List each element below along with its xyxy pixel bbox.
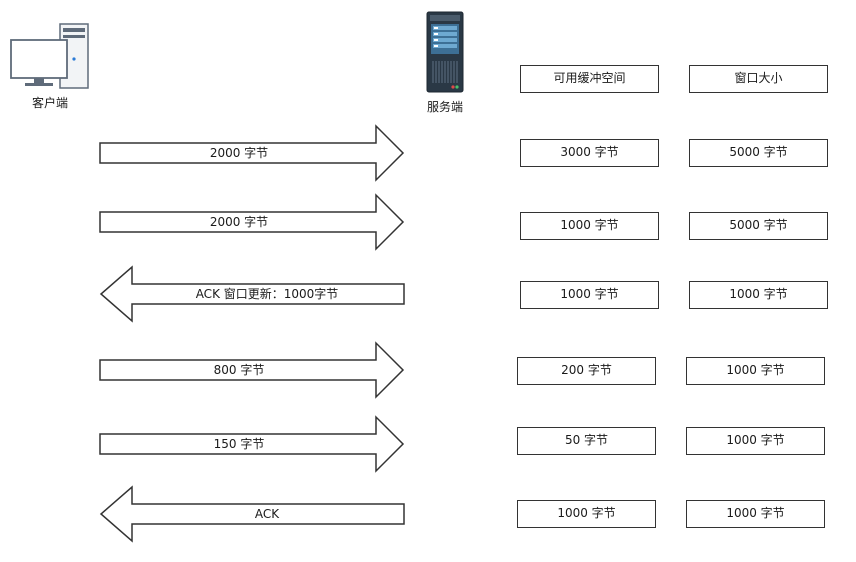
right-arrow-icon bbox=[99, 415, 405, 473]
left-arrow-icon bbox=[99, 265, 405, 323]
desktop-computer-icon bbox=[10, 23, 89, 89]
cell-available-buffer: 50 字节 bbox=[517, 427, 656, 455]
arrow-send-3: 800 字节 bbox=[99, 341, 405, 399]
cell-window-size: 1000 字节 bbox=[686, 500, 825, 528]
cell-available-buffer: 3000 字节 bbox=[520, 139, 659, 167]
cell-window-size: 1000 字节 bbox=[689, 281, 828, 309]
header-available-buffer: 可用缓冲空间 bbox=[520, 65, 659, 93]
arrow-label: 2000 字节 bbox=[209, 215, 269, 229]
server-label: 服务端 bbox=[426, 100, 463, 114]
right-arrow-icon bbox=[99, 124, 405, 182]
cell-window-size: 5000 字节 bbox=[689, 212, 828, 240]
cell-available-buffer: 200 字节 bbox=[517, 357, 656, 385]
arrow-label: 800 字节 bbox=[213, 363, 265, 377]
arrow-send-4: 150 字节 bbox=[99, 415, 405, 473]
left-arrow-icon bbox=[99, 485, 405, 543]
cell-available-buffer: 1000 字节 bbox=[520, 281, 659, 309]
right-arrow-icon bbox=[99, 193, 405, 251]
cell-window-size: 5000 字节 bbox=[689, 139, 828, 167]
arrow-label: 2000 字节 bbox=[209, 146, 269, 160]
arrow-ack: ACK bbox=[99, 485, 405, 543]
cell-available-buffer: 1000 字节 bbox=[520, 212, 659, 240]
arrow-label: ACK 窗口更新：1000字节 bbox=[195, 287, 339, 301]
arrow-ack-window-update: ACK 窗口更新：1000字节 bbox=[99, 265, 405, 323]
arrow-label: 150 字节 bbox=[213, 437, 265, 451]
cell-window-size: 1000 字节 bbox=[686, 427, 825, 455]
server-tower-icon bbox=[426, 11, 464, 93]
arrow-send-1: 2000 字节 bbox=[99, 124, 405, 182]
arrow-label: ACK bbox=[254, 507, 280, 521]
arrow-send-2: 2000 字节 bbox=[99, 193, 405, 251]
client-label: 客户端 bbox=[31, 96, 68, 110]
cell-window-size: 1000 字节 bbox=[686, 357, 825, 385]
cell-available-buffer: 1000 字节 bbox=[517, 500, 656, 528]
right-arrow-icon bbox=[99, 341, 405, 399]
header-window-size: 窗口大小 bbox=[689, 65, 828, 93]
